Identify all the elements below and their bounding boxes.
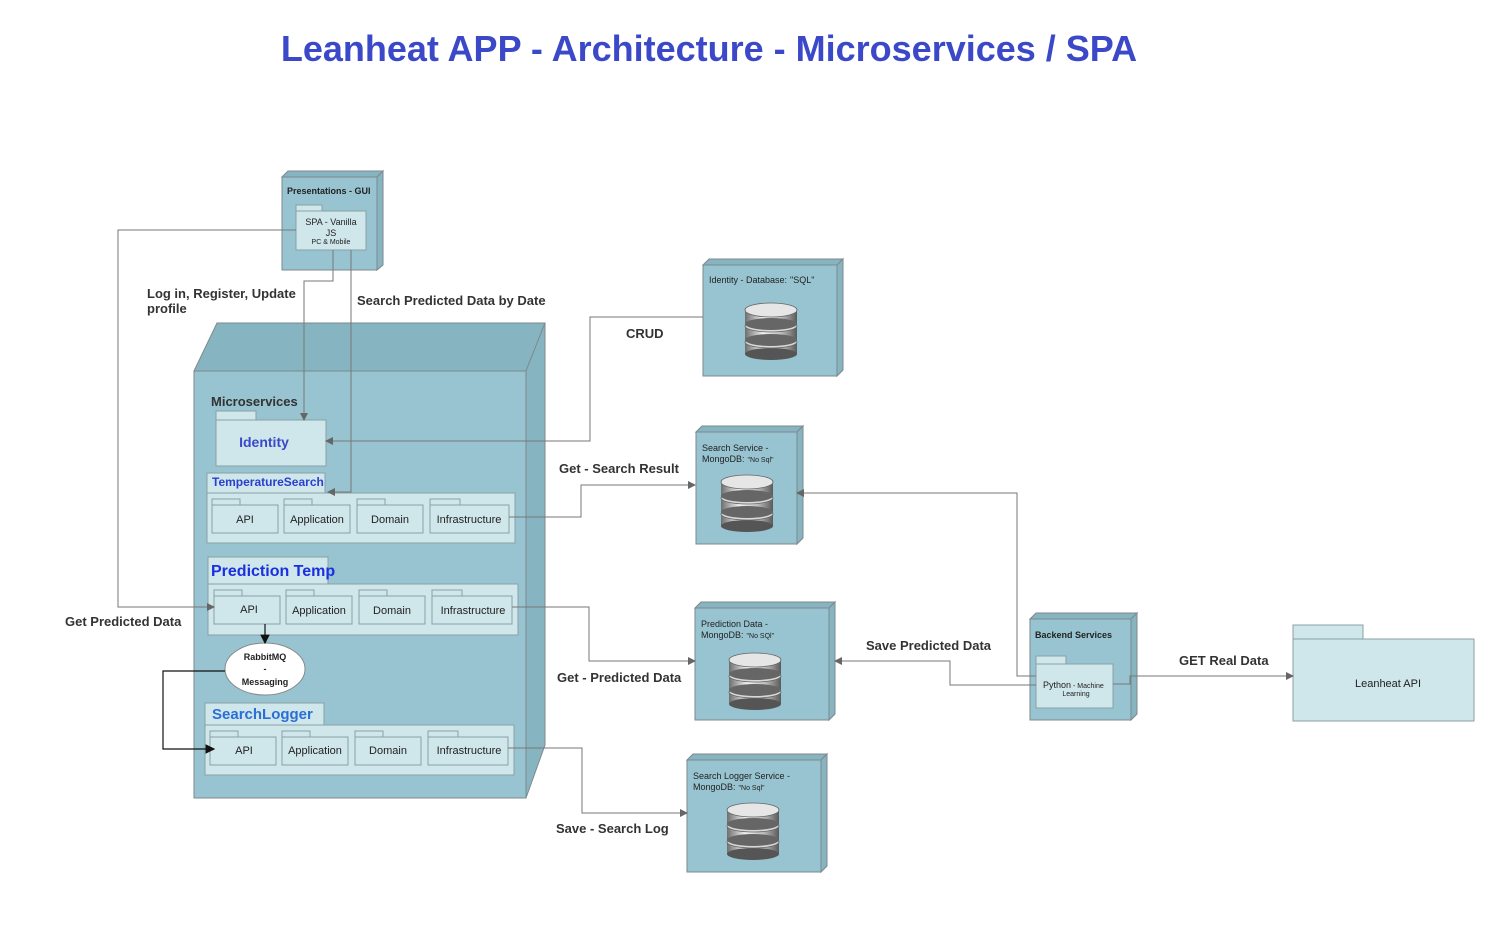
connectors	[117, 229, 1294, 817]
label-login: Log in, Register, Update	[147, 286, 296, 301]
edge-labels: Log in, Register, Update profile Search …	[65, 286, 1269, 836]
label-get-predicted-data-2: Get - Predicted Data	[557, 670, 682, 685]
sl-layers: API Application Domain Infrastructure	[209, 730, 509, 766]
spa-label-1: SPA - Vanilla	[305, 217, 356, 227]
prediction-db-label2: MongoDB:"No SQl"	[701, 630, 775, 640]
label-get-real: GET Real Data	[1179, 653, 1269, 668]
microservices-header: Microservices	[211, 394, 298, 409]
prediction-db-node: Prediction Data - MongoDB:"No SQl"	[693, 600, 837, 722]
pt-api: API	[240, 604, 258, 616]
backend-services-node: Backend Services Python- Machine Learnin…	[1028, 611, 1139, 722]
spa-label-2: JS	[326, 228, 337, 238]
pt-infrastructure: Infrastructure	[441, 605, 506, 617]
python-label: Python- Machine	[1043, 680, 1104, 690]
leanheat-api-node: Leanheat API	[1292, 624, 1475, 722]
rabbit-line1: RabbitMQ	[244, 652, 287, 662]
ts-application: Application	[290, 514, 344, 526]
rabbit-line2: -	[264, 664, 267, 674]
edge-search-predicted	[327, 250, 352, 496]
microservices-node: Microservices Identity TemperatureSearch…	[193, 322, 546, 799]
pt-domain: Domain	[373, 605, 411, 617]
spa-label-3: PC & Mobile	[312, 239, 351, 246]
spa-box	[295, 210, 367, 251]
sl-domain: Domain	[369, 745, 407, 757]
edge-rabbit-to-logger	[162, 670, 225, 754]
identity-db-label: Identity - Database:"SQL"	[709, 275, 814, 285]
rabbitmq-cloud: RabbitMQ - Messaging	[224, 642, 306, 696]
leanheat-api-label: Leanheat API	[1355, 678, 1421, 690]
identity-service-box	[215, 419, 327, 467]
edge-save-predicted	[834, 657, 1036, 686]
logger-db-label1: Search Logger Service -	[693, 771, 790, 781]
search-service-db-label2: MongoDB:"No Sql"	[702, 454, 774, 464]
python-sublabel: Learning	[1062, 691, 1089, 698]
label-get-search-result: Get - Search Result	[559, 461, 680, 476]
pt-application: Application	[292, 605, 346, 617]
search-logger-label: SearchLogger	[212, 706, 313, 723]
diagram-title: Leanheat APP - Architecture - Microservi…	[280, 28, 1138, 69]
pt-layers: API Application Domain Infrastructure	[213, 589, 513, 625]
sl-infrastructure: Infrastructure	[437, 745, 502, 757]
temperature-search-label: TemperatureSearch	[212, 475, 324, 489]
edge-get-search-result	[509, 481, 696, 518]
rabbit-line3: Messaging	[242, 677, 289, 687]
label-search-predicted: Search Predicted Data by Date	[357, 293, 546, 308]
database-icon	[726, 802, 780, 860]
search-service-db-node: Search Service - MongoDB:"No Sql"	[694, 424, 805, 546]
ts-domain: Domain	[371, 514, 409, 526]
logger-db-node: Search Logger Service - MongoDB:"No Sql"	[685, 752, 829, 874]
database-icon	[728, 652, 782, 710]
prediction-db-label1: Prediction Data -	[701, 619, 768, 629]
edge-crud	[325, 316, 703, 445]
presentations-node: Presentations - GUI SPA - Vanilla JS PC …	[280, 169, 385, 272]
prediction-temp-label: Prediction Temp	[211, 563, 335, 580]
database-icon	[720, 474, 774, 532]
edge-get-predicted	[117, 229, 296, 611]
ts-api: API	[236, 514, 254, 526]
database-icon	[744, 302, 798, 360]
edge-login	[300, 250, 334, 421]
label-crud: CRUD	[626, 326, 664, 341]
edge-python-search	[796, 489, 1036, 677]
backend-header: Backend Services	[1035, 630, 1112, 640]
edge-save-search-log	[508, 747, 688, 817]
identity-service-label: Identity	[239, 434, 289, 450]
label-get-predicted-data: Get Predicted Data	[65, 614, 182, 629]
ts-infrastructure: Infrastructure	[437, 514, 502, 526]
label-save-search-log: Save - Search Log	[556, 821, 669, 836]
logger-db-label2: MongoDB:"No Sql"	[693, 782, 765, 792]
label-save-predicted: Save Predicted Data	[866, 638, 992, 653]
edge-get-predicted-data	[512, 606, 696, 665]
search-service-db-label1: Search Service -	[702, 443, 769, 453]
ts-layers: API Application Domain Infrastructure	[211, 498, 510, 534]
presentations-header: Presentations - GUI	[287, 186, 371, 196]
identity-db-node: Identity - Database:"SQL"	[701, 257, 845, 378]
sl-application: Application	[288, 745, 342, 757]
python-box	[1035, 663, 1114, 709]
label-login-2: profile	[147, 301, 187, 316]
sl-api: API	[235, 745, 253, 757]
edge-get-real	[1113, 672, 1294, 685]
